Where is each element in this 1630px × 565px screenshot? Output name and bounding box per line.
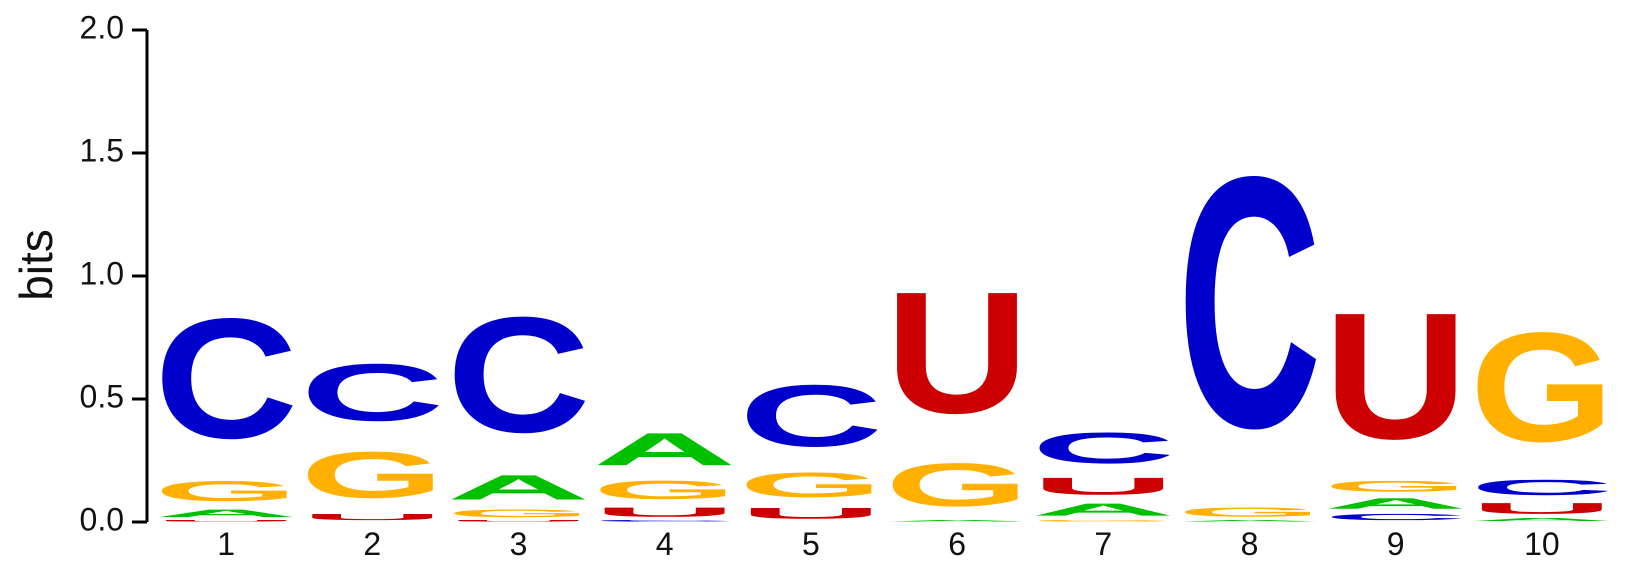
logo-letter-C: C <box>739 367 883 465</box>
logo-letter-G: G <box>1177 505 1321 520</box>
logo-letter-C: C <box>1031 423 1175 472</box>
logo-letter-G: G <box>1324 478 1468 495</box>
logo-letter-C: C <box>446 282 590 467</box>
logo-letter-U: U <box>1324 276 1468 477</box>
logo-letter-A: A <box>154 507 298 519</box>
logo-letter-G: G <box>593 475 737 505</box>
y-tick-label: 1.0 <box>80 255 124 291</box>
logo-letter-A: A <box>1031 500 1175 520</box>
position-stack-8: AGC <box>1177 104 1321 522</box>
logo-letter-C: C <box>1177 104 1321 503</box>
logo-letter-U: U <box>1031 473 1175 500</box>
logo-letter-U: U <box>154 520 298 522</box>
logo-letter-A: A <box>885 520 1029 522</box>
x-tick-label: 4 <box>656 526 674 562</box>
x-tick-label: 9 <box>1387 526 1405 562</box>
logo-letter-U: U <box>593 505 737 520</box>
logo-letter-C: C <box>1324 512 1468 522</box>
logo-letter-G: G <box>300 438 444 512</box>
x-axis-ticks: 1 2 3 4 5 6 7 8 9 10 <box>217 526 1559 562</box>
position-stack-2: UGC <box>300 347 444 522</box>
logo-letter-U: U <box>1470 500 1614 517</box>
logo-letter-U: U <box>300 512 444 522</box>
x-tick-label: 6 <box>948 526 966 562</box>
y-tick-label: 1.5 <box>80 132 124 168</box>
position-stack-6: AGU <box>885 256 1029 522</box>
y-tick-label: 2.0 <box>80 9 124 45</box>
logo-letter-C: C <box>300 347 444 438</box>
y-tick-label: 0.5 <box>80 378 124 414</box>
logo-letter-C: C <box>154 284 298 475</box>
logo-letter-U: U <box>739 505 883 522</box>
logo-letter-G: G <box>885 451 1029 520</box>
x-tick-label: 2 <box>363 526 381 562</box>
logo-letter-A: A <box>446 468 590 507</box>
logo-letter-A: A <box>1324 495 1468 512</box>
logo-letter-A: A <box>593 423 737 475</box>
position-stack-5: UGC <box>739 367 883 522</box>
logo-letter-A: A <box>1470 517 1614 522</box>
x-tick-label: 5 <box>802 526 820 562</box>
y-axis-ticks: 0.0 0.5 1.0 1.5 2.0 <box>80 9 147 537</box>
logo-letter-U: U <box>885 256 1029 450</box>
x-tick-label: 3 <box>510 526 528 562</box>
x-tick-label: 10 <box>1524 526 1560 562</box>
logo-letter-G: G <box>446 507 590 519</box>
y-tick-label: 0.0 <box>80 501 124 537</box>
logo-letter-G: G <box>739 465 883 504</box>
logo-letter-G: G <box>1470 301 1614 475</box>
x-tick-label: 1 <box>217 526 235 562</box>
logo-letter-A: A <box>1177 520 1321 522</box>
y-axis-label: bits <box>10 229 62 301</box>
logo-letter-G: G <box>154 475 298 507</box>
logo-letter-C: C <box>593 520 737 522</box>
logo-letter-U: U <box>446 520 590 522</box>
logo-letter-C: C <box>1470 475 1614 499</box>
logo-letter-G: G <box>1031 520 1175 522</box>
x-tick-label: 8 <box>1241 526 1259 562</box>
x-tick-label: 7 <box>1094 526 1112 562</box>
